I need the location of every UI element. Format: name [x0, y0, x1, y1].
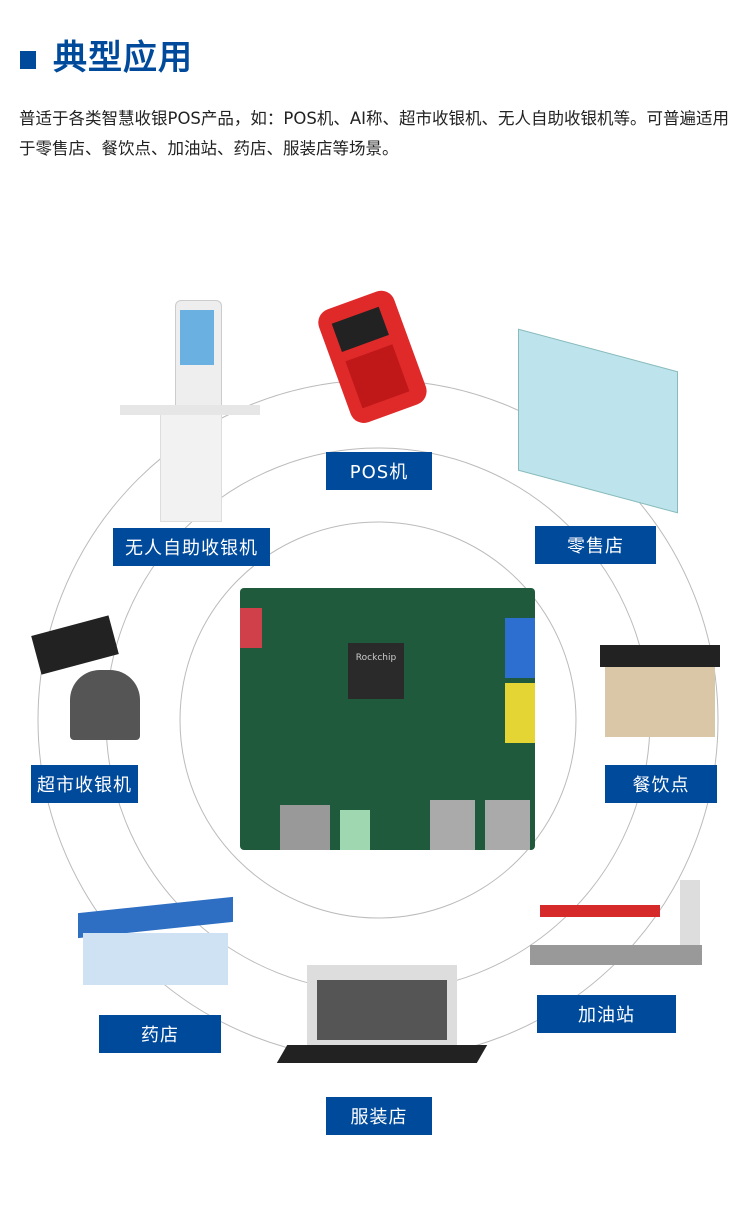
label-pharmacy: 药店	[99, 1015, 221, 1053]
label-retail-store: 零售店	[535, 526, 656, 564]
gas-station-image	[530, 880, 702, 965]
label-clothing-store: 服装店	[326, 1097, 432, 1135]
chip-icon: Rockchip	[348, 643, 404, 699]
clothing-store-image	[276, 965, 488, 1065]
label-gas-station: 加油站	[537, 995, 676, 1033]
label-pos-machine: POS机	[326, 452, 432, 490]
title-square-icon	[20, 51, 36, 69]
mainboard-image: Rockchip	[240, 588, 535, 850]
label-supermarket-cashier: 超市收银机	[31, 765, 138, 803]
page-title: 典型应用	[53, 38, 193, 78]
self-checkout-kiosk-image	[120, 300, 260, 522]
supermarket-cashier-image	[30, 615, 180, 740]
pharmacy-image	[78, 896, 233, 985]
label-self-checkout: 无人自助收银机	[113, 528, 270, 566]
label-restaurant: 餐饮点	[605, 765, 717, 803]
restaurant-image	[600, 645, 725, 740]
description: 普适于各类智慧收银POS产品，如：POS机、AI称、超市收银机、无人自助收银机等…	[19, 109, 729, 158]
